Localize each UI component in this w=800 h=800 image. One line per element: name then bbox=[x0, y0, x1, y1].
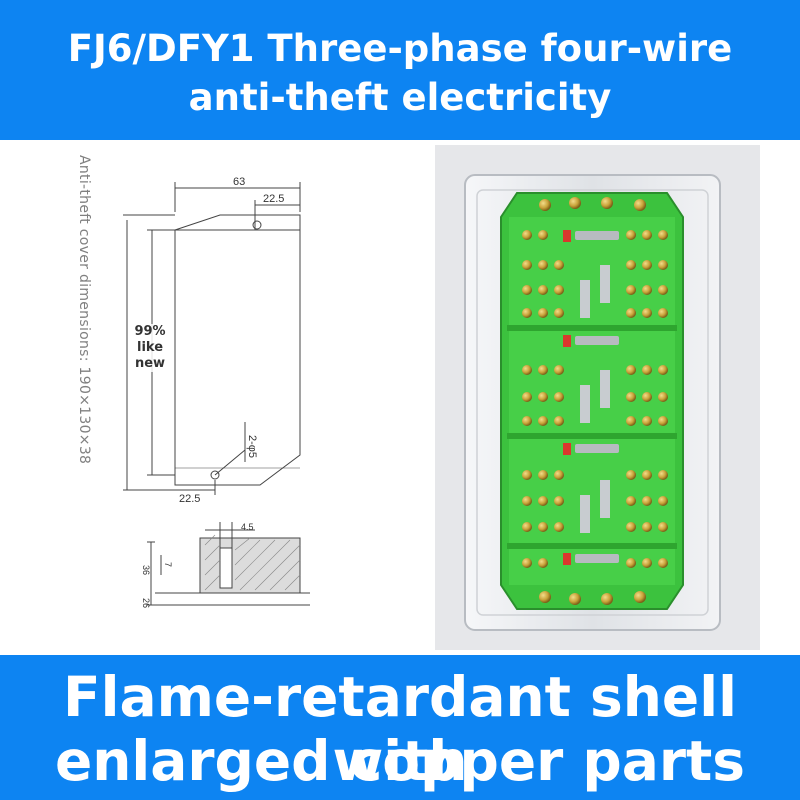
product-photo bbox=[435, 145, 760, 650]
tagline-line-1: Flame-retardant shell with bbox=[63, 665, 737, 793]
dimension-caption-text: Anti-theft cover dimensions: 190×130×38 bbox=[76, 155, 92, 465]
condition-badge: 99% like new bbox=[128, 324, 172, 372]
terminal-block-illustration bbox=[464, 174, 721, 631]
section-top-label: 4.5 bbox=[241, 522, 254, 532]
badge-line-2: like bbox=[136, 340, 164, 355]
bottom-banner: Flame-retardant shell with enlarged copp… bbox=[0, 655, 800, 800]
technical-drawing: 63 22.5 22.5 2-φ5 4.5 36 7 26 bbox=[123, 176, 310, 608]
dimension-caption: Anti-theft cover dimensions: 190×130×38 bbox=[72, 155, 94, 540]
badge-line-1: 99% bbox=[134, 324, 166, 339]
bottom-offset-label: 22.5 bbox=[179, 493, 200, 505]
badge-line-3: new bbox=[134, 356, 166, 371]
title-line-2: anti-theft electricity bbox=[188, 76, 612, 119]
section-inner-label: 7 bbox=[163, 562, 173, 567]
title-line-1: FJ6/DFY1 Three-phase four-wire bbox=[67, 27, 733, 70]
cross-section bbox=[199, 537, 301, 594]
top-banner: FJ6/DFY1 Three-phase four-wire anti-thef… bbox=[0, 0, 800, 140]
hole-label: 2-φ5 bbox=[246, 435, 258, 458]
width-label: 63 bbox=[233, 176, 245, 188]
section-base-label: 26 bbox=[141, 598, 151, 608]
mount-hole-bottom bbox=[210, 470, 220, 480]
section-height-label: 36 bbox=[141, 565, 151, 575]
top-offset-label: 22.5 bbox=[263, 193, 284, 205]
mount-hole-top bbox=[252, 220, 262, 230]
cover-outline bbox=[174, 214, 301, 486]
tagline-line-2: enlarged copper parts bbox=[54, 729, 746, 793]
